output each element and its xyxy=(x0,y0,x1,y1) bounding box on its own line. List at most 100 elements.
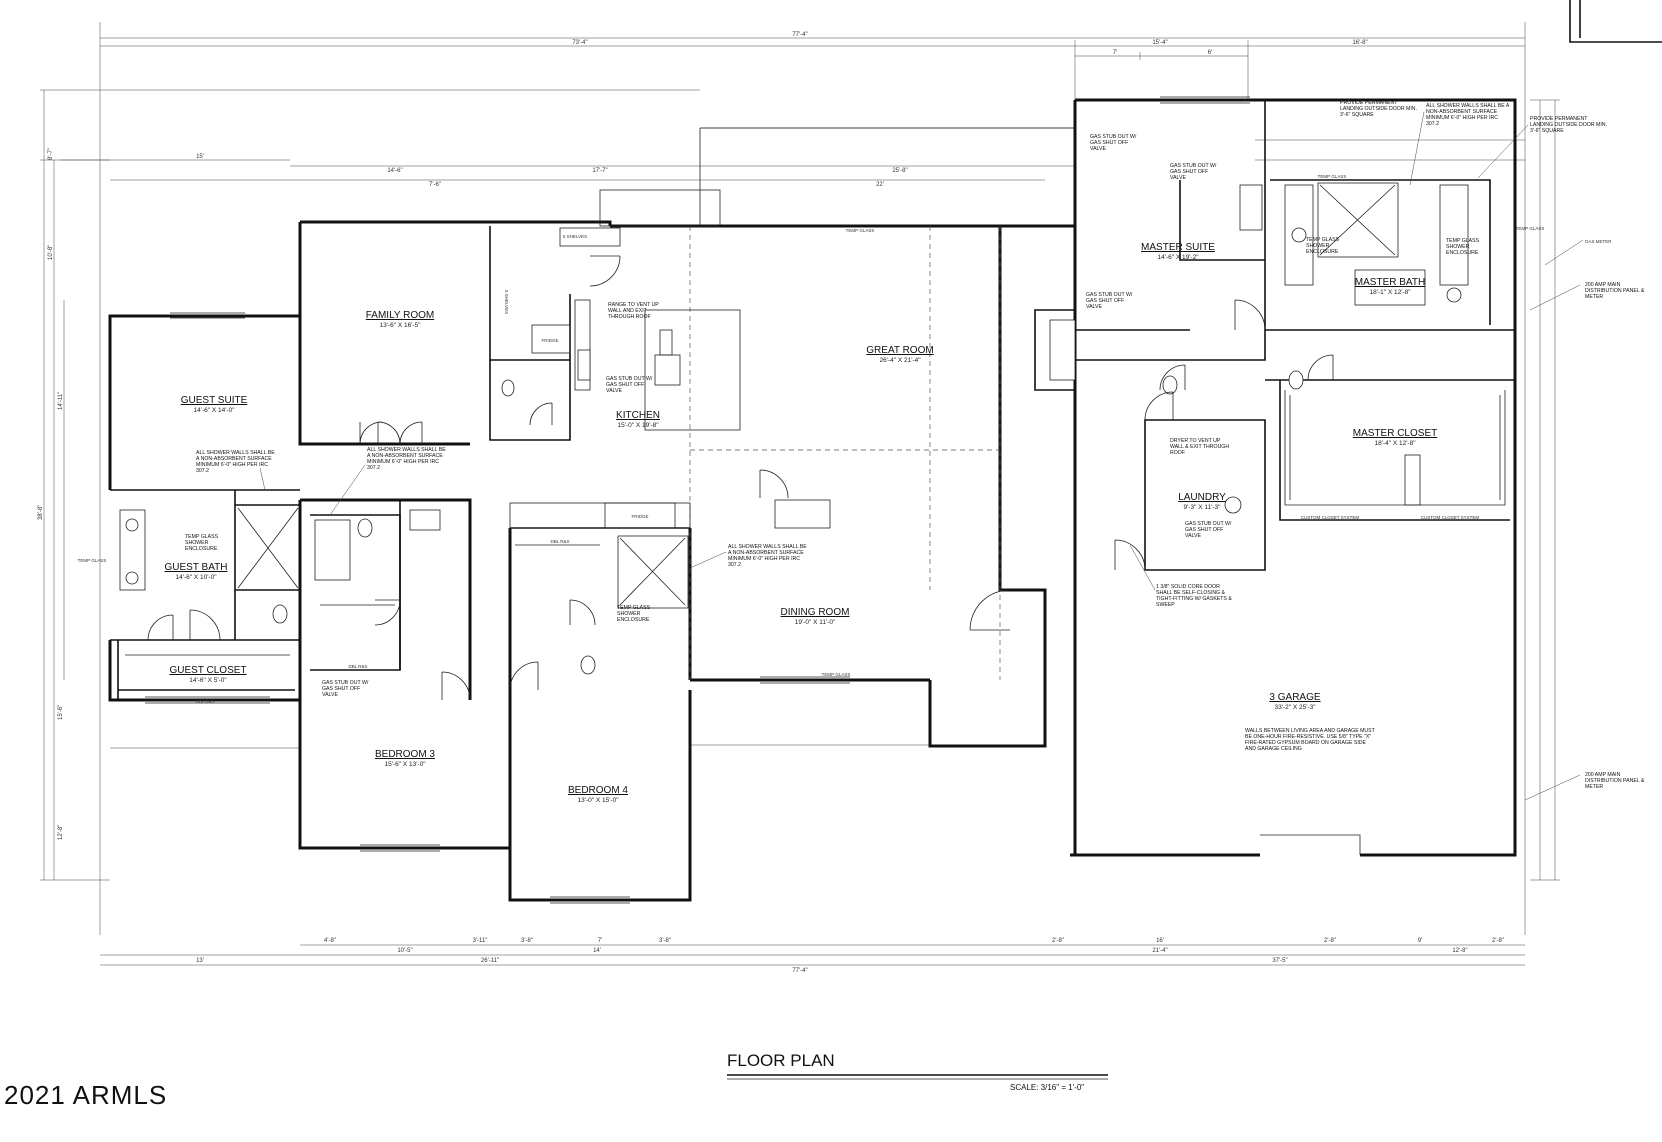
pantry-door xyxy=(589,255,621,287)
hall-tub xyxy=(314,519,351,581)
dim-bottom-mid: 26'-11" xyxy=(481,958,499,964)
label-custom-closet-a: CUSTOM CLOSET SYSTEM xyxy=(1301,515,1360,520)
note-landing-a: PROVIDE PERMANENT LANDING OUTSIDE DOOR M… xyxy=(1340,100,1417,118)
bed4-bath-door xyxy=(569,599,596,626)
room-laundry-name: LAUNDRY xyxy=(1178,492,1226,503)
note-temp-glass-enclosure-master-a: TEMP GLASS SHOWER ENCLOSURE xyxy=(1306,237,1339,255)
room-great-room-dims: 26'-4" X 21'-4" xyxy=(879,357,921,364)
note-solid-core-door: 1 3/8" SOLID CORE DOOR SHALL BE SELF-CLO… xyxy=(1156,584,1232,608)
label-five-shelves-b: 5 SHELVES xyxy=(504,290,509,314)
room-guest-closet-dims: 14'-6" X 5'-0" xyxy=(189,677,227,684)
family-door-c xyxy=(359,421,383,445)
dim-top-right: 16'-8" xyxy=(1352,40,1367,46)
hall-toilet xyxy=(357,518,373,538)
dim-r-ft3: 7'-6" xyxy=(429,182,441,188)
dimension-lines-left xyxy=(40,90,110,881)
note-dryer-vent: DRYER TO VENT UP WALL & EXIT THROUGH ROO… xyxy=(1170,438,1229,456)
label-fridge-a: FRIDGE xyxy=(541,338,558,343)
note-range-vent: RANGE TO VENT UP WALL AND EXIT THROUGH R… xyxy=(608,302,659,320)
note-gas-stub-laundry: GAS STUB OUT W/ GAS SHUT OFF VALVE xyxy=(1185,521,1231,539)
kitchen-powder-toilet xyxy=(501,379,515,397)
dim-b10: 21'-4" xyxy=(1152,948,1167,954)
bed4-toilet xyxy=(580,655,596,675)
dim-r-ft5: 25'-8" xyxy=(892,168,907,174)
dim-l3: 14'-11" xyxy=(58,392,64,410)
kitchen-sink xyxy=(654,354,681,386)
bath-fixtures xyxy=(119,182,1469,675)
master-sink-a xyxy=(1291,227,1307,243)
room-family-room-dims: 13'-6" X 16'-5" xyxy=(379,322,421,329)
guest-sink-a xyxy=(125,518,139,532)
note-shower-walls-bed4: ALL SHOWER WALLS SHALL BE A NON-ABSORBEN… xyxy=(728,544,807,568)
counter-run xyxy=(509,502,691,529)
dim-l6: 12'-8" xyxy=(58,825,64,840)
room-laundry-dims: 9'-3" X 11'-3" xyxy=(1184,504,1222,511)
master-wc xyxy=(1162,375,1178,395)
label-five-shelves-a: 5 SHELVES xyxy=(563,234,587,239)
guest-closet-door xyxy=(189,609,221,641)
note-landing-b: PROVIDE PERMANENT LANDING OUTSIDE DOOR M… xyxy=(1530,116,1607,134)
dim-r-ft6: 22' xyxy=(876,182,884,188)
master-tub-deck xyxy=(1239,184,1263,231)
label-temp-glass-c: TEMP GLASS xyxy=(78,558,107,563)
bed4-door xyxy=(509,661,539,691)
room-family-room-name: FAMILY ROOM xyxy=(366,310,435,321)
note-gas-stub-master-a: GAS STUB OUT W/ GAS SHUT OFF VALVE xyxy=(1090,134,1136,152)
master-toilet xyxy=(1288,370,1304,390)
dim-b6: 7' xyxy=(598,938,602,944)
room-bedroom-3-dims: 15'-6" X 13'-0" xyxy=(384,761,426,768)
room-master-bath-dims: 18'-1" X 12'-8" xyxy=(1369,289,1411,296)
entry-door xyxy=(969,589,1011,631)
copyright-watermark: 2021 ARMLS xyxy=(4,1080,167,1110)
room-kitchen-name: KITCHEN xyxy=(616,410,660,421)
room-dining-room-dims: 19'-0" X 11'-0" xyxy=(795,619,836,626)
fridge-box-a xyxy=(531,324,571,354)
room-master-suite-name: MASTER SUITE xyxy=(1141,242,1215,253)
windows xyxy=(145,96,1250,904)
dim-l4: 38'-8" xyxy=(38,505,44,520)
guest-bath-door xyxy=(147,614,174,641)
laundry-door xyxy=(1144,391,1174,421)
wc-door xyxy=(1159,364,1186,391)
room-master-bath-name: MASTER BATH xyxy=(1355,277,1425,288)
guest-sink-b xyxy=(125,571,139,585)
window-bed4 xyxy=(550,896,630,904)
master-shower xyxy=(1319,184,1396,256)
leader-lines xyxy=(259,111,1584,801)
dim-bottom-left: 13' xyxy=(196,958,204,964)
powder-door xyxy=(529,402,553,426)
note-shower-walls-master: ALL SHOWER WALLS SHALL BE A NON-ABSORBEN… xyxy=(1426,103,1509,127)
bed4-shower-box xyxy=(617,535,689,609)
label-dbl-rs-c: DBL R&S xyxy=(348,664,367,669)
label-dbl-rs-b: DBL R&S xyxy=(550,539,569,544)
note-panel-b: 200 AMP MAIN DISTRIBUTION PANEL & METER xyxy=(1585,772,1644,790)
water-heater xyxy=(1224,496,1242,514)
dim-top-left: 73'-4" xyxy=(572,40,587,46)
closet-shelving xyxy=(125,390,1506,656)
room-garage-name: 3 GARAGE xyxy=(1269,692,1320,703)
range xyxy=(577,349,591,381)
master-tub xyxy=(1354,269,1426,306)
dim-garage-top-a: 7' xyxy=(1113,50,1117,56)
label-custom-closet-b: CUSTOM CLOSET SYSTEM xyxy=(1421,515,1480,520)
dimension-lines-right xyxy=(1530,99,1560,881)
room-master-suite-dims: 14'-6" X 19'-2" xyxy=(1157,254,1199,261)
note-temp-glass-enclosure-bed4: TEMP GLASS SHOWER ENCLOSURE xyxy=(617,605,650,623)
room-bedroom-4-dims: 13'-0" X 15'-0" xyxy=(577,797,619,804)
wine-rack xyxy=(774,499,831,529)
master-closet-door xyxy=(1307,354,1334,381)
dim-overall-bottom: 77'-4" xyxy=(792,968,807,974)
ceiling-dash-lines xyxy=(689,127,1075,680)
dim-r-ft4: 17'-7" xyxy=(592,168,607,174)
note-shower-walls-guest: ALL SHOWER WALLS SHALL BE A NON-ABSORBEN… xyxy=(196,450,275,474)
room-bedroom-4-name: BEDROOM 4 xyxy=(568,785,628,796)
dim-b5: 14' xyxy=(593,948,601,954)
room-guest-suite-dims: 14'-6" X 14'-0" xyxy=(193,407,235,414)
drawing-scale: SCALE: 3/16" = 1'-0" xyxy=(1010,1083,1084,1092)
family-door-b xyxy=(399,421,423,445)
dim-bottom-right: 37'-5" xyxy=(1272,958,1287,964)
dim-b2: 10'-5" xyxy=(397,948,412,954)
dim-b13: 12'-8" xyxy=(1452,948,1467,954)
note-shower-walls-hall: ALL SHOWER WALLS SHALL BE A NON-ABSORBEN… xyxy=(367,447,446,471)
dimension-lines-bottom xyxy=(100,744,1525,966)
